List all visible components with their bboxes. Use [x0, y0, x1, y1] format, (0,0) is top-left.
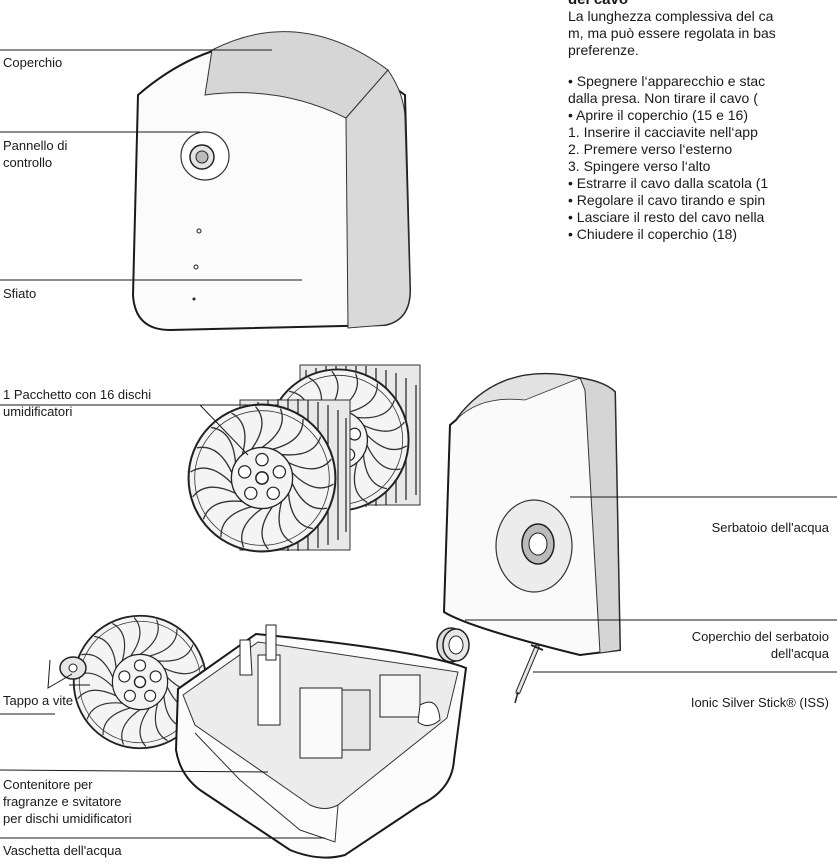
water-tank	[442, 372, 622, 657]
instruction-item: 3. Spingere verso l‘alto	[568, 158, 711, 174]
label-coperchio-serbatoio-line2: dell'acqua	[770, 646, 829, 661]
screw-cap-part	[59, 656, 87, 680]
label-contenitore-line3: per dischi umidificatori	[3, 811, 132, 826]
tank-cap-part	[436, 627, 470, 663]
instructions-heading: del cavo	[568, 0, 837, 8]
instruction-item: • Estrarre il cavo dalla scatola (1	[568, 175, 769, 191]
label-pannello-line1: Pannello di	[3, 138, 68, 153]
instruction-item: • Chiudere il coperchio (18)	[568, 226, 738, 242]
label-coperchio-serbatoio-line1: Coperchio del serbatoio	[691, 629, 829, 644]
instruction-item: 1. Inserire il cacciavite nell‘app	[568, 124, 758, 140]
label-contenitore-line2: fragranze e svitatore	[3, 794, 122, 809]
label-pacchetto-line1: 1 Pacchetto con 16 dischi	[3, 387, 152, 402]
instruction-item: dalla presa. Non tirare il cavo (	[568, 90, 758, 106]
instructions-para-line1: La lunghezza complessiva del ca	[568, 8, 774, 24]
humidifier-disc-pack	[187, 364, 421, 553]
label-coperchio: Coperchio	[3, 55, 63, 70]
water-basin	[174, 624, 468, 859]
humidifier-top-housing	[131, 31, 412, 332]
label-contenitore-line1: Contenitore per	[3, 777, 93, 792]
label-tappo: Tappo a vite	[3, 693, 74, 708]
leader-lines	[0, 49, 837, 839]
label-pannello-line2: controllo	[3, 155, 53, 170]
instructions-block: del cavo La lunghezza complessiva del ca…	[568, 0, 837, 243]
instruction-item: 2. Premere verso l‘esterno	[568, 141, 733, 157]
label-ionic-silver-stick: Ionic Silver Stick® (ISS)	[690, 695, 829, 710]
label-serbatoio: Serbatoio dell'acqua	[711, 520, 829, 535]
instruction-item: • Regolare il cavo tirando e spin	[568, 192, 766, 208]
instructions-list: • Spegnere l‘apparecchio e stac dalla pr…	[568, 73, 837, 243]
label-pacchetto-line2: umidificatori	[3, 404, 73, 419]
instruction-item: • Lasciare il resto del cavo nella	[568, 209, 765, 225]
instructions-para-line3: preferenze.	[568, 42, 639, 58]
label-vaschetta: Vaschetta dell'acqua	[3, 843, 122, 858]
instruction-item: • Spegnere l‘apparecchio e stac	[568, 73, 766, 89]
instructions-para-line2: m, ma può essere regolata in bas	[568, 25, 776, 41]
instruction-item: • Aprire il coperchio (15 e 16)	[568, 107, 748, 123]
ionic-silver-stick-part	[514, 644, 544, 704]
label-sfiato: Sfiato	[3, 286, 37, 301]
